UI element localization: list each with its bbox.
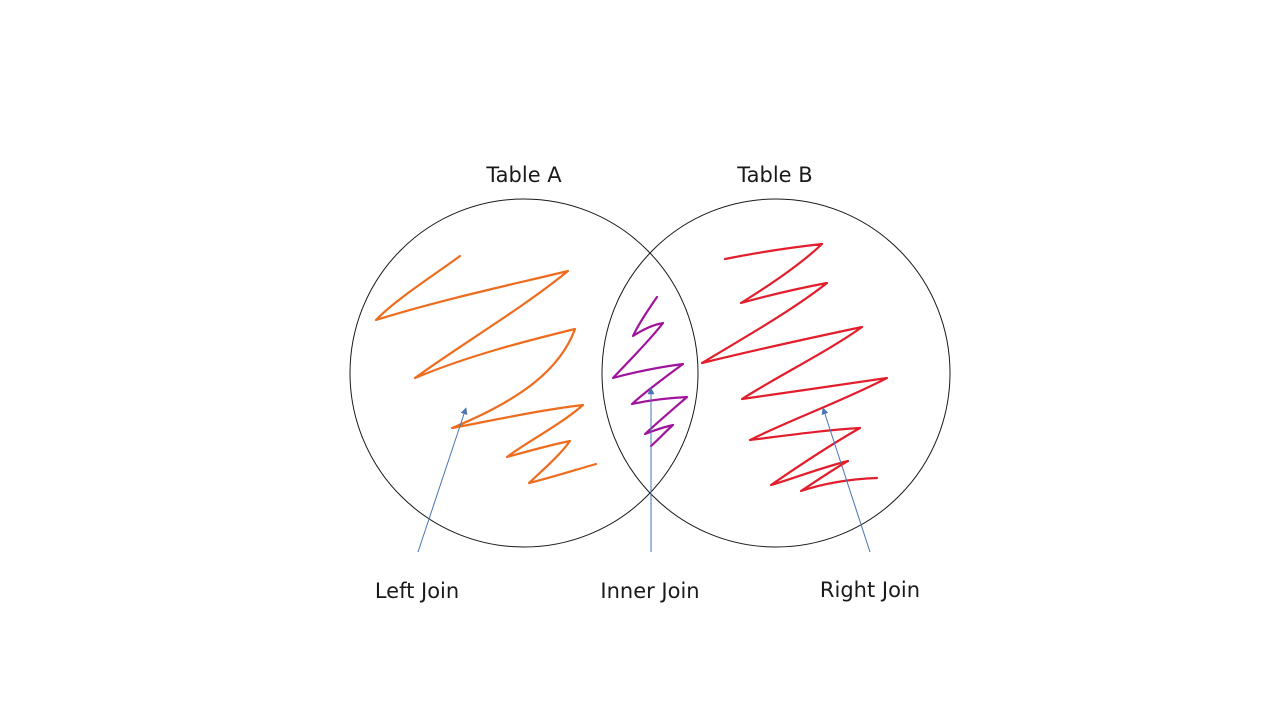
left-join-label: Left Join [375, 579, 459, 603]
left-join-scribble [374, 254, 598, 485]
right-join-scribble [700, 242, 889, 493]
left-join-arrow [417, 407, 468, 553]
table-a-circle [349, 198, 699, 548]
table-a-label: Table A [485, 163, 562, 187]
table-b-circle [601, 198, 951, 548]
inner-join-scribble [611, 295, 689, 448]
table-b-label: Table B [736, 163, 812, 187]
right-join-arrow [821, 407, 871, 553]
inner-join-label: Inner Join [600, 579, 699, 603]
right-join-label: Right Join [820, 578, 920, 602]
